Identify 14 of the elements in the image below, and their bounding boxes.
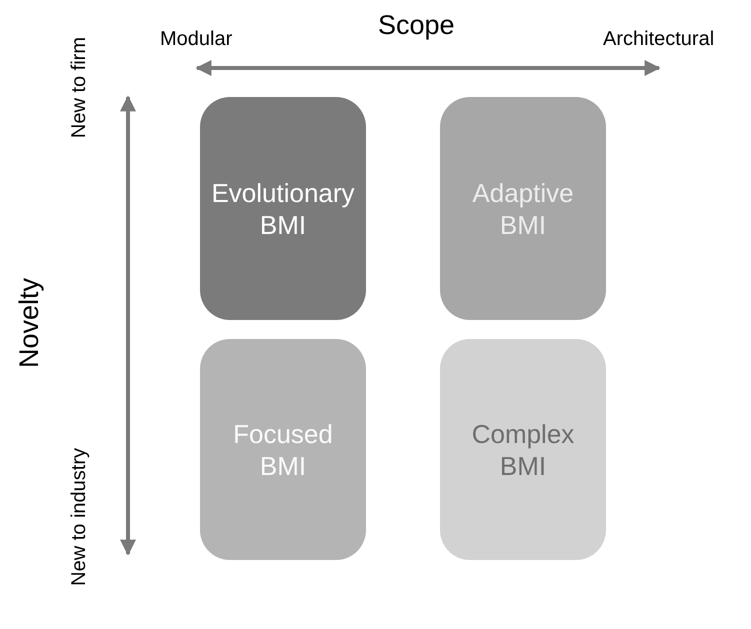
axis-end-label: New to industry [68,448,91,586]
quadrant-label: Focused BMI [232,418,334,482]
quadrant-label: Adaptive BMI [471,176,575,240]
axis-end-label: New to firm [68,37,91,138]
axis-title: Scope [378,10,455,41]
quadrant-box [440,339,606,560]
quadrant-box [200,339,366,560]
quadrant-label: Complex BMI [470,418,576,482]
quadrant-box [200,97,366,320]
axis-end-label: Modular [160,28,232,51]
quadrant-label: Evolutionary BMI [210,176,356,240]
axis-title: Novelty [14,278,45,368]
axis-end-label: Architectural [603,28,714,51]
quadrant-box [440,97,606,320]
